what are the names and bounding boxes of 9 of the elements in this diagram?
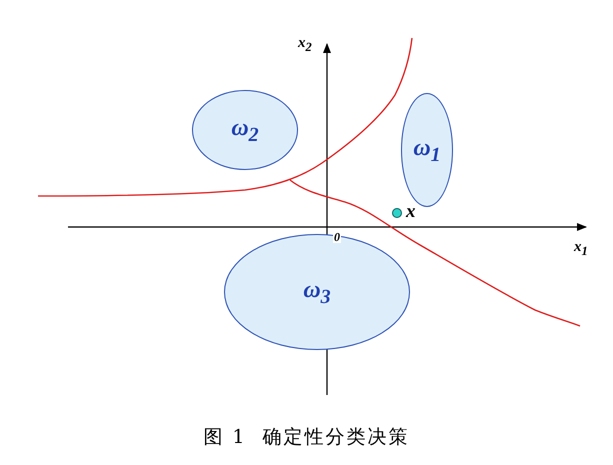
- origin-label: 0: [333, 231, 341, 243]
- class-label: ω$_{3}$: [303, 278, 331, 306]
- point-label: x: [406, 202, 416, 221]
- figure-caption: 图 1 确定性分类决策: [202, 425, 411, 450]
- axis-label: x$_{1}$: [574, 240, 588, 258]
- class-label: ω$_{2}$: [231, 116, 259, 144]
- class-label: ω$_{1}$: [413, 136, 441, 164]
- axis-label: x$_{2}$: [298, 36, 312, 54]
- sample-point: [392, 208, 402, 218]
